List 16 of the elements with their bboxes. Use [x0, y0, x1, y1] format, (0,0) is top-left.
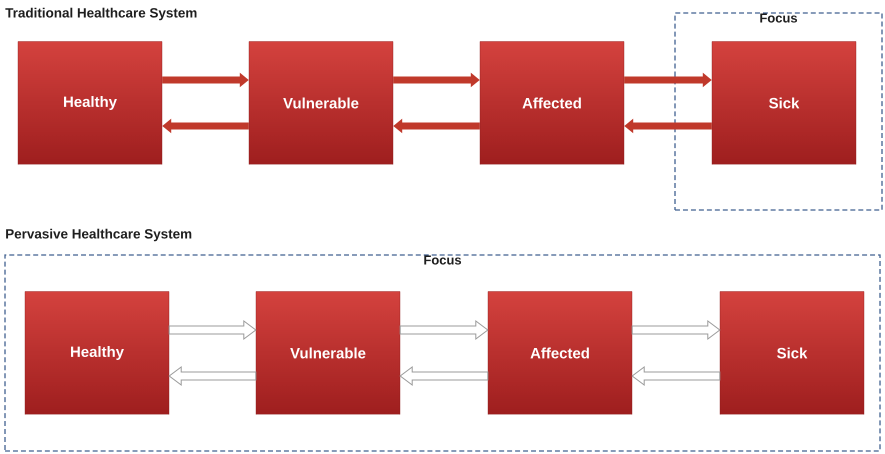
arrow — [168, 366, 256, 386]
arrow — [400, 320, 489, 340]
section-heading: Pervasive Healthcare System — [6, 228, 192, 242]
state-box: Vulnerable — [248, 41, 394, 165]
arrow — [632, 320, 721, 340]
state-box: Healthy — [18, 41, 162, 165]
arrow — [631, 366, 720, 386]
state-box: Sick — [712, 41, 856, 165]
state-box: Sick — [720, 291, 864, 415]
state-box: Affected — [488, 291, 632, 415]
arrow — [168, 320, 257, 340]
state-box: Vulnerable — [256, 291, 400, 415]
state-box: Healthy — [24, 291, 170, 415]
state-box: Affected — [480, 41, 624, 165]
section-heading: Traditional Healthcare System — [5, 8, 196, 20]
arrow — [399, 366, 488, 386]
